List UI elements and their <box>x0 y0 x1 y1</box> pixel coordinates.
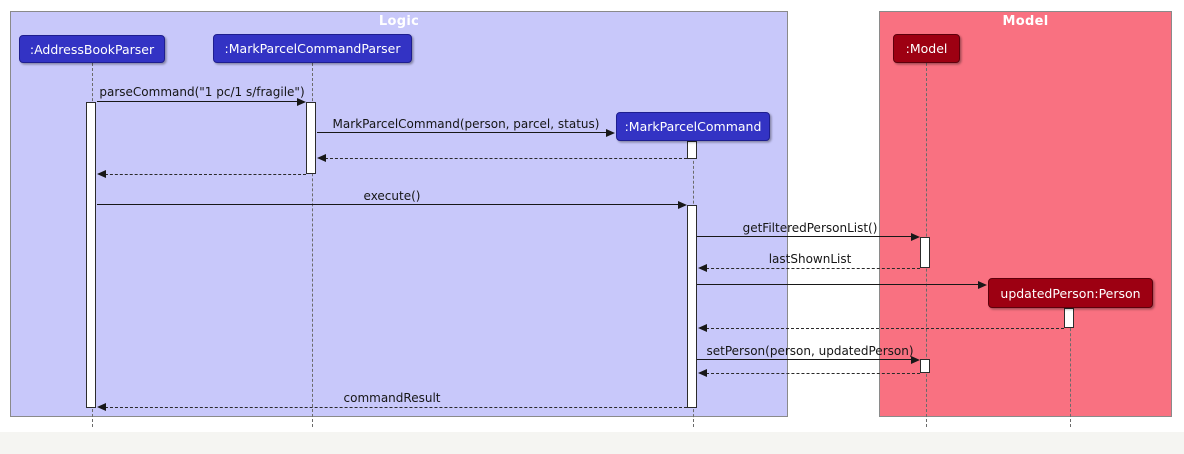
participant-mark-parcel-command: :MarkParcelCommand <box>616 112 770 141</box>
lifeline-mark-parcel-command-parser <box>312 63 313 427</box>
participant-label: :MarkParcelCommandParser <box>224 41 401 56</box>
message-line-command-result <box>100 407 687 408</box>
background-strip <box>0 432 1184 454</box>
participant-model: :Model <box>893 34 960 63</box>
arrowhead <box>317 154 326 162</box>
arrowhead <box>297 98 306 106</box>
arrowhead <box>698 324 707 332</box>
frame-logic-title: Logic <box>378 14 420 29</box>
message-line-parse-command <box>97 101 302 102</box>
message-label-execute: execute() <box>363 189 421 203</box>
message-line-get-filtered <box>697 236 916 237</box>
participant-updated-person: updatedPerson:Person <box>988 278 1153 308</box>
message-line-last-shown-list <box>701 268 920 269</box>
arrowhead <box>698 264 707 272</box>
message-line-return-set-person <box>701 373 920 374</box>
activation-model-get-filtered <box>920 237 930 268</box>
message-line-create-command <box>317 132 610 133</box>
activation-updated-person <box>1064 308 1074 328</box>
lifeline-updated-person <box>1070 308 1071 427</box>
arrowhead <box>678 201 687 209</box>
arrowhead <box>97 403 106 411</box>
arrowhead <box>606 129 615 137</box>
participant-label: :MarkParcelCommand <box>624 119 762 134</box>
arrowhead <box>978 281 987 289</box>
frame-model: Model <box>879 11 1172 417</box>
frame-model-title: Model <box>1002 14 1049 29</box>
activation-mark-parcel-command-create <box>687 141 697 159</box>
message-line-return-updated-person <box>701 328 1064 329</box>
arrowhead <box>911 356 920 364</box>
message-label-parse-command: parseCommand("1 pc/1 s/fragile") <box>99 85 305 99</box>
activation-mark-parcel-command-execute <box>687 205 697 408</box>
participant-label: :AddressBookParser <box>29 41 155 57</box>
participant-address-book-parser: :AddressBookParser <box>19 35 165 63</box>
message-label-create-command: MarkParcelCommand(person, parcel, status… <box>332 117 600 131</box>
frame-logic: Logic <box>10 11 788 417</box>
message-label-set-person: setPerson(person, updatedPerson) <box>706 344 914 358</box>
participant-label: :Model <box>905 41 948 56</box>
arrowhead <box>911 233 920 241</box>
message-line-set-person <box>697 359 916 360</box>
activation-mark-parcel-command-parser <box>306 102 316 174</box>
arrowhead <box>698 369 707 377</box>
message-line-return-create <box>320 158 687 159</box>
message-line-execute <box>97 204 683 205</box>
message-label-get-filtered: getFilteredPersonList() <box>742 221 878 235</box>
participant-label: updatedPerson:Person <box>1000 285 1141 301</box>
message-label-command-result: commandResult <box>343 391 441 405</box>
message-line-create-updated-person <box>697 284 982 285</box>
participant-mark-parcel-command-parser: :MarkParcelCommandParser <box>213 34 412 63</box>
activation-address-book-parser <box>86 102 96 408</box>
activation-model-set-person <box>920 359 930 373</box>
message-line-return-parse <box>100 174 306 175</box>
arrowhead <box>97 170 106 178</box>
message-label-last-shown-list: lastShownList <box>768 252 852 266</box>
